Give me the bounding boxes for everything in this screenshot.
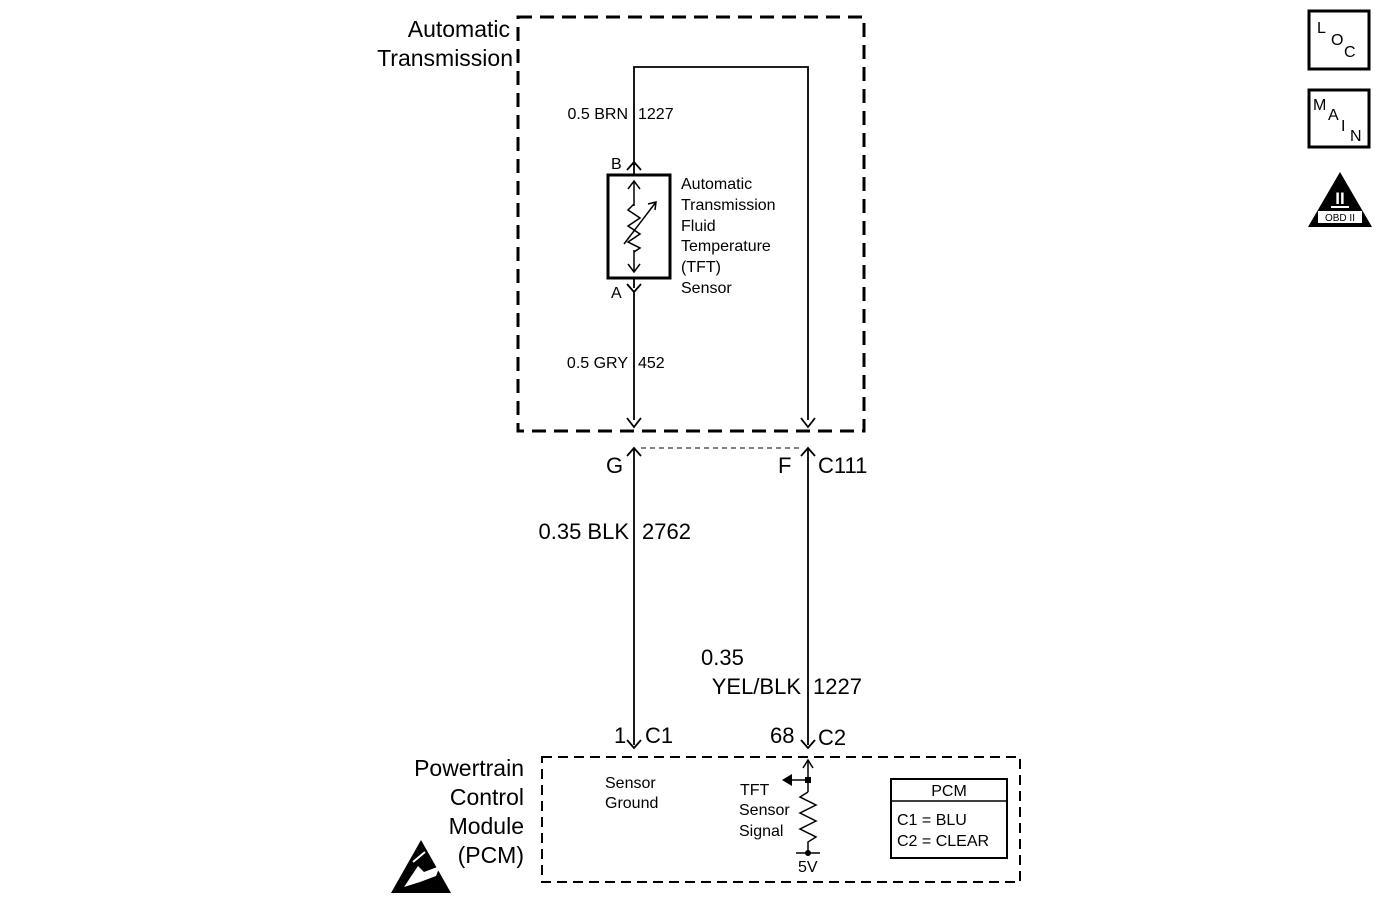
pcm-legend-c2: C2 = CLEAR	[897, 833, 989, 850]
arrow-f-end	[800, 417, 816, 429]
main-letter-n: N	[1350, 128, 1362, 145]
tft-signal-label-3: Signal	[739, 823, 783, 840]
ref-voltage-label: 5V	[798, 859, 818, 876]
loc-letter-c: C	[1344, 44, 1356, 61]
wire-gry-label: 0.5 GRY	[567, 355, 628, 372]
c111-name: C111	[818, 453, 867, 478]
esd-warning-icon	[391, 840, 451, 893]
tft-signal-label-1: TFT	[740, 782, 770, 799]
tft-sensor-label-3: Fluid	[681, 218, 716, 235]
obd-ii-label: OBD II	[1325, 213, 1355, 224]
tft-signal-label-2: Sensor	[739, 802, 790, 819]
tft-sensor-label-6: Sensor	[681, 280, 732, 297]
main-letter-a: A	[1328, 107, 1339, 124]
pcm-c2-chevron	[800, 739, 816, 750]
pcm-label-2: Control	[450, 784, 524, 810]
transmission-label-line1: Automatic	[408, 16, 510, 42]
pcm-connector-c1: C1	[645, 723, 673, 748]
pcm-connector-c2: C2	[818, 725, 846, 750]
wire-brn-label: 0.5 BRN	[568, 106, 628, 123]
main-button[interactable]: M A I N	[1307, 88, 1371, 149]
pcm-connector-legend	[890, 778, 1008, 859]
wire-brn-circuit: 1227	[638, 106, 674, 123]
wire-yel-gauge: 0.35	[701, 645, 744, 670]
loc-button[interactable]: L O C	[1307, 9, 1371, 71]
c111-pin-g: G	[606, 453, 623, 478]
main-letter-m: M	[1313, 97, 1326, 114]
tft-sensor-label-5: (TFT)	[681, 259, 721, 276]
pcm-legend-title: PCM	[931, 783, 967, 800]
sensor-ground-label-2: Ground	[605, 795, 658, 812]
wire-gry-circuit: 452	[638, 355, 665, 372]
connector-a-label: A	[611, 285, 622, 302]
loc-letter-l: L	[1317, 20, 1326, 37]
pcm-tft-circuit	[782, 758, 820, 856]
wire-brn-1227	[633, 66, 809, 420]
pcm-boundary	[541, 756, 1021, 883]
pcm-label-1: Powertrain	[414, 755, 524, 781]
wire-yel-circuit: 1227	[813, 674, 862, 699]
arrow-g-end	[626, 417, 642, 429]
pcm-c1-chevron	[626, 739, 642, 750]
pcm-label-3: Module	[449, 813, 524, 839]
tft-sensor	[606, 162, 672, 288]
wire-blk-circuit: 2762	[642, 519, 691, 544]
tft-sensor-label-1: Automatic	[681, 176, 752, 193]
obd-ii-roman: II	[1335, 189, 1344, 208]
main-letter-i: I	[1341, 118, 1345, 135]
pcm-pin-68: 68	[770, 723, 794, 748]
pcm-label-4: (PCM)	[458, 842, 524, 868]
transmission-boundary	[516, 15, 866, 433]
tft-sensor-label-2: Transmission	[681, 197, 776, 214]
tft-sensor-label-4: Temperature	[681, 238, 771, 255]
pcm-legend-c1: C1 = BLU	[897, 812, 967, 829]
obd-ii-button[interactable]: II OBD II	[1308, 172, 1372, 227]
wire-blk-label: 0.35 BLK	[538, 519, 629, 544]
loc-letter-o: O	[1331, 32, 1343, 49]
pcm-pin-1: 1	[614, 723, 626, 748]
connector-b-label: B	[611, 156, 622, 173]
wire-yel-color: YEL/BLK	[712, 674, 802, 699]
sensor-ground-label-1: Sensor	[605, 775, 656, 792]
transmission-label-line2: Transmission	[377, 45, 513, 71]
c111-pin-f: F	[778, 453, 791, 478]
